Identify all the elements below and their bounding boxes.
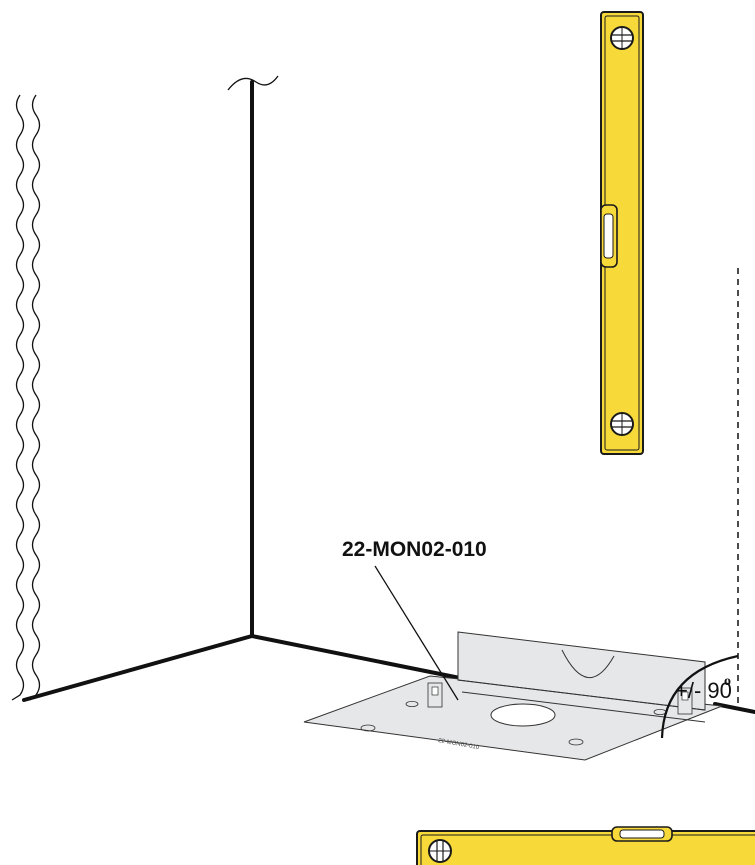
spirit-level-vertical-icon bbox=[600, 11, 644, 455]
floor-right-edge bbox=[250, 634, 462, 680]
floor-left-edge bbox=[22, 634, 254, 702]
angle-degree-mark: o bbox=[724, 674, 731, 689]
part-number-label: 22-MON02-010 bbox=[342, 538, 487, 561]
mounting-plate: 22-MON02-010 bbox=[303, 631, 723, 761]
wall-break-top bbox=[227, 75, 279, 91]
wall-break-edge bbox=[11, 94, 41, 701]
wall-corner bbox=[22, 80, 755, 714]
angle-arc-icon bbox=[660, 654, 739, 739]
vial-left bbox=[428, 839, 452, 863]
spirit-level-horizontal-icon bbox=[416, 826, 755, 865]
floor-right-edge-far bbox=[713, 702, 755, 714]
vial-bottom bbox=[610, 412, 634, 436]
vial-top bbox=[610, 26, 634, 50]
part-callout-leader bbox=[374, 565, 459, 701]
angle-label: +/- 90 bbox=[675, 678, 732, 703]
